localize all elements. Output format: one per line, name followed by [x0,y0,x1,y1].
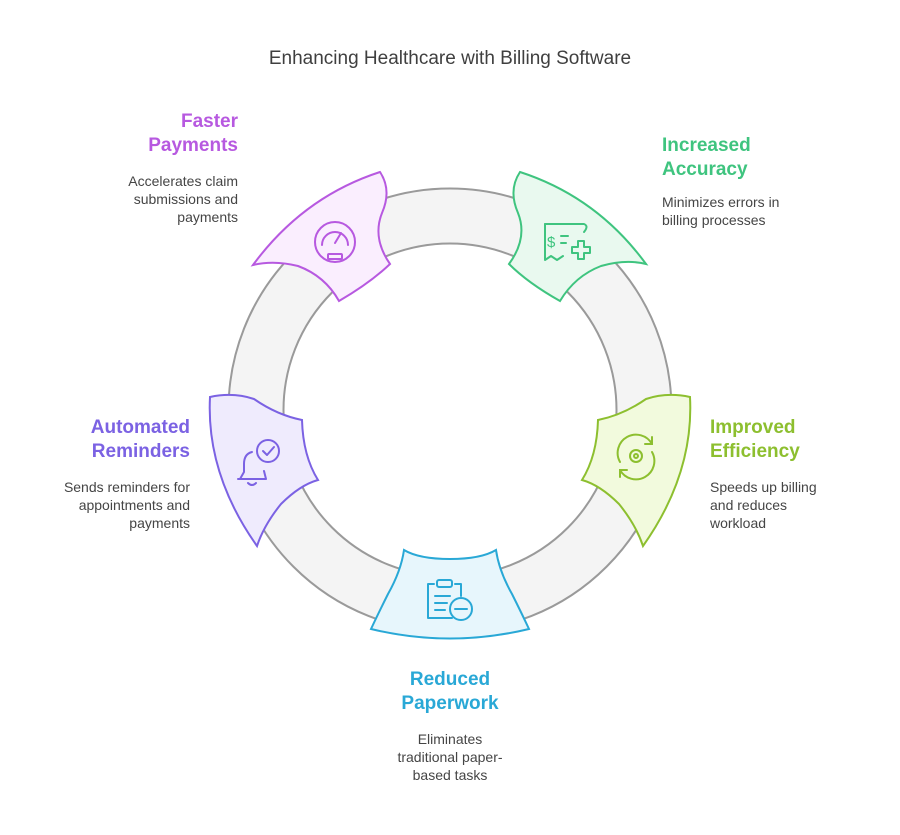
heading-line: Reduced [409,669,491,690]
desc-line: submissions and [133,191,238,207]
diagram-title: Enhancing Healthcare with Billing Softwa… [268,48,632,69]
segment-shape [580,393,692,549]
heading-line: Reminders [91,441,190,462]
clipboard-minus-icon [427,579,473,621]
desc-line: Eliminates [417,731,483,747]
segment-shape [507,170,649,303]
segment-reduced-paperwork [369,548,531,640]
desc-line: Accelerates claim [128,173,238,189]
segment-improved-efficiency [580,393,692,549]
gear-refresh-icon [616,433,656,481]
heading-line: Payments [148,135,238,156]
automated-reminders-heading: Automated Reminders [0,416,190,464]
faster-payments-heading: Faster Payments [38,110,238,158]
desc-line: based tasks [412,767,488,783]
desc-line: Minimizes errors in [662,194,780,210]
desc-line: Speeds up billing [710,479,817,495]
desc-line: traditional paper- [397,749,503,765]
desc-line: and reduces [710,497,788,513]
heading-line: Faster [180,111,238,132]
segment-shape [250,170,392,303]
heading-line: Increased [662,135,751,156]
desc-line: Sends reminders for [63,479,190,495]
segment-shape [369,548,531,640]
segment-increased-accuracy: $ [507,170,649,303]
bell-check-icon [237,439,280,486]
increased-accuracy-heading: Increased Accuracy [662,134,862,182]
automated-reminders-description: Sends reminders for appointments and pay… [0,478,190,532]
desc-line: billing processes [662,212,766,228]
svg-text:$: $ [547,234,556,251]
reduced-paperwork-heading: Reduced Paperwork [350,668,550,716]
heading-line: Accuracy [662,159,748,180]
segment-faster-payments [250,170,392,303]
heading-line: Efficiency [710,441,800,462]
faster-payments-description: Accelerates claim submissions and paymen… [38,172,238,226]
improved-efficiency-description: Speeds up billing and reduces workload [710,478,900,532]
increased-accuracy-description: Minimizes errors in billing processes [662,193,862,229]
desc-line: appointments and [78,497,190,513]
improved-efficiency-heading: Improved Efficiency [710,416,900,464]
heading-line: Paperwork [401,693,499,714]
desc-line: workload [710,515,767,531]
desc-line: payments [129,515,190,531]
medical-bill-icon: $ [544,223,591,261]
heading-line: Improved [710,417,796,438]
reduced-paperwork-description: Eliminates traditional paper- based task… [350,730,550,784]
speedometer-icon [314,221,356,263]
desc-line: payments [177,209,238,225]
segment-automated-reminders [208,393,320,549]
heading-line: Automated [90,417,190,438]
